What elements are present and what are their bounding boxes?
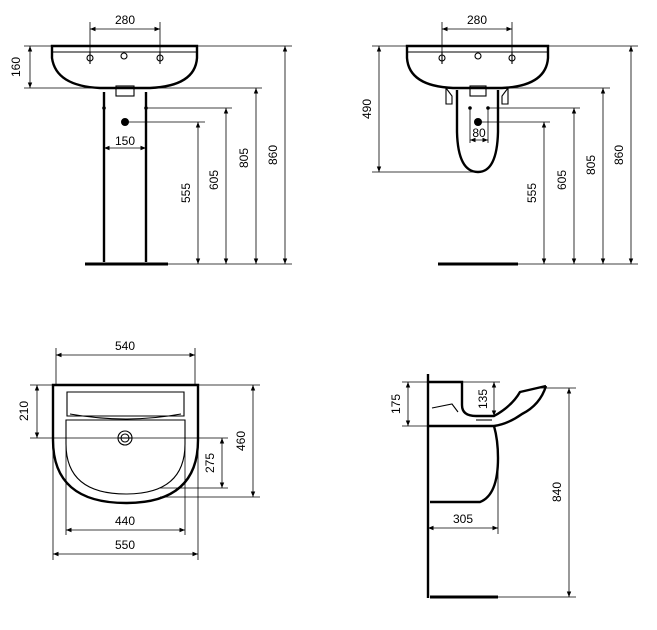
dim-tap-spacing: 280	[115, 13, 135, 27]
dim-tap-spacing-2: 280	[467, 13, 487, 27]
dim-total-depth: 460	[234, 431, 248, 451]
dim-waste-to-front: 275	[203, 453, 217, 473]
plan-view: 540 210 275 460 440 550	[17, 339, 260, 560]
dim-rim-height: 805	[237, 148, 251, 168]
dim-bracket-height: 175	[389, 394, 403, 414]
dim-bowl-width: 440	[115, 514, 135, 528]
dim-inlet-height-2: 605	[555, 170, 569, 190]
dim-pedestal-height: 840	[550, 482, 564, 502]
dim-rim-height-2: 805	[584, 155, 598, 175]
dim-inlet-height: 605	[207, 170, 221, 190]
dim-back-depth: 210	[17, 401, 31, 421]
front-view-pedestal: 280 160 150 555 605 805 860	[9, 13, 292, 266]
dim-pedestal-projection: 305	[453, 512, 473, 526]
dim-inlet-spacing: 80	[472, 126, 486, 140]
dim-shroud-height: 490	[360, 99, 374, 119]
dim-inner-width: 540	[115, 339, 135, 353]
dim-bowl-depth: 135	[476, 389, 490, 409]
dim-pedestal-width: 150	[115, 134, 135, 148]
front-view-semi-pedestal: 280 490 80 555 605 805 860	[360, 13, 638, 266]
dim-total-width: 550	[115, 538, 135, 552]
dim-outlet-height: 555	[179, 183, 193, 203]
dim-total-height-2: 860	[612, 145, 626, 165]
dim-basin-height: 160	[9, 57, 23, 77]
side-view: 175 135 305 840	[389, 374, 576, 599]
dim-outlet-height-2: 555	[525, 183, 539, 203]
dim-total-height: 860	[266, 145, 280, 165]
